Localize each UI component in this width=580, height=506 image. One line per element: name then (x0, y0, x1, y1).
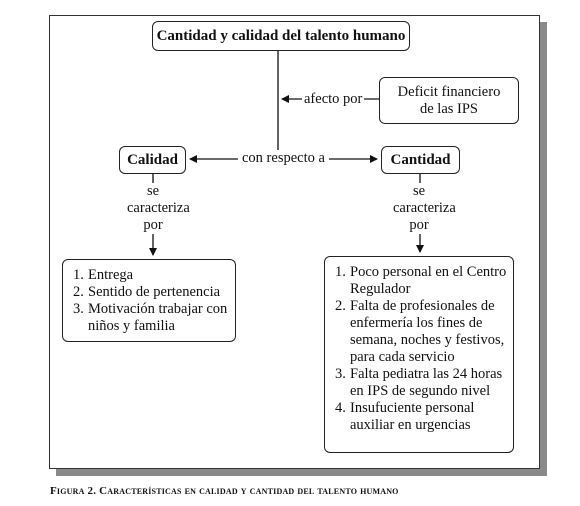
list-box-calidad: 1.Entrega 2.Sentido de pertenencia 3.Mot… (62, 259, 236, 342)
list-item-text: Motivación trabajar con niños y familia (88, 301, 228, 334)
list-item: 3.Falta pediatra las 24 horas en IPS de … (335, 366, 509, 400)
node-deficit-text: Deficit financiero de las IPS (397, 83, 501, 117)
node-cantidad: Cantidad (381, 146, 460, 174)
list-item-number: 3. (335, 366, 346, 382)
list-item-number: 4. (335, 400, 346, 416)
list-item-text: Entrega (88, 267, 134, 283)
list-item: 2.Sentido de pertenencia (73, 284, 229, 301)
list-item: 1.Poco personal en el Centro Regulador (335, 264, 509, 298)
list-box-cantidad: 1.Poco personal en el Centro Regulador 2… (324, 256, 514, 453)
list-item-number: 2. (73, 284, 84, 300)
edge-label-se-caracteriza-right: se caracteriza por (379, 183, 459, 234)
list-item-number: 1. (73, 267, 84, 283)
edge-label-afecto-por: afecto por (302, 91, 365, 108)
list-item-number: 1. (335, 264, 346, 280)
list-item-text: Insufuciente personal auxiliar en urgenc… (350, 400, 475, 433)
calidad-list: 1.Entrega 2.Sentido de pertenencia 3.Mot… (73, 267, 229, 335)
list-item-number: 3. (73, 301, 84, 317)
edge-label-se-caracteriza-left: se caracteriza por (113, 183, 193, 234)
node-talento-humano: Cantidad y calidad del talento humano (152, 21, 410, 51)
node-deficit-financiero: Deficit financiero de las IPS (379, 77, 519, 124)
cantidad-list: 1.Poco personal en el Centro Regulador 2… (335, 264, 509, 434)
node-calidad-text: Calidad (127, 151, 178, 168)
list-item-text: Poco personal en el Centro Regulador (350, 264, 507, 297)
list-item: 3.Motivación trabajar con niños y famili… (73, 301, 229, 335)
list-item: 2.Falta de profesionales de enfermería l… (335, 298, 509, 366)
list-item-text: Falta de profesionales de enfermería los… (350, 298, 505, 365)
list-item-text: Sentido de pertenencia (88, 284, 221, 300)
list-item-text: Falta pediatra las 24 horas en IPS de se… (350, 366, 503, 399)
node-cantidad-text: Cantidad (390, 151, 451, 168)
edge-label-con-respecto-a: con respecto a (238, 150, 329, 167)
list-item-number: 2. (335, 298, 346, 314)
figure-caption: Figura 2. Características en calidad y c… (50, 485, 399, 497)
node-calidad: Calidad (119, 146, 186, 174)
list-item: 4.Insufuciente personal auxiliar en urge… (335, 400, 509, 434)
node-title-text: Cantidad y calidad del talento humano (156, 27, 406, 44)
list-item: 1.Entrega (73, 267, 229, 284)
